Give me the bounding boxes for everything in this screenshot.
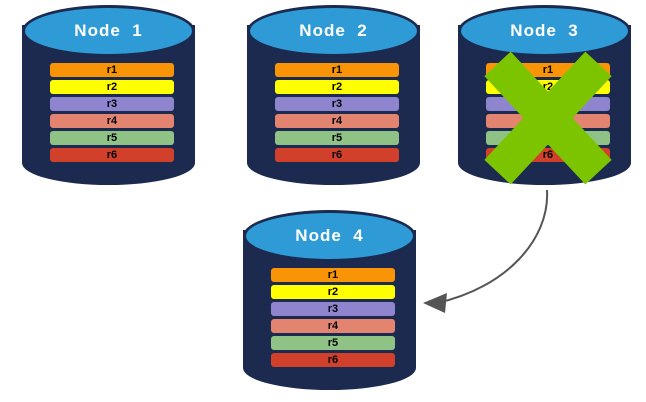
node-4[interactable]: Node 4 r1 r2 r3 r4 r5 r6 bbox=[243, 210, 416, 390]
record-row: r2 bbox=[49, 80, 175, 94]
record-row: r4 bbox=[274, 114, 400, 128]
record-row: r5 bbox=[485, 131, 611, 145]
record-row: r2 bbox=[274, 80, 400, 94]
record-row: r2 bbox=[270, 285, 396, 299]
cylinder-top bbox=[247, 5, 420, 57]
record-row: r6 bbox=[485, 148, 611, 162]
node-4-records: r1 r2 r3 r4 r5 r6 bbox=[270, 268, 396, 367]
record-row: r3 bbox=[270, 302, 396, 316]
record-row: r5 bbox=[274, 131, 400, 145]
record-row: r5 bbox=[49, 131, 175, 145]
node-3-records: r1 r2 r3 r4 r5 r6 bbox=[485, 63, 611, 162]
record-row: r6 bbox=[274, 148, 400, 162]
cylinder-top bbox=[243, 210, 416, 262]
record-row: r3 bbox=[485, 97, 611, 111]
node-3-title: Node 3 bbox=[510, 21, 579, 40]
record-row: r3 bbox=[274, 97, 400, 111]
record-row: r5 bbox=[270, 336, 396, 350]
node-1-title: Node 1 bbox=[74, 21, 143, 40]
cylinder-top bbox=[22, 5, 195, 57]
node-1[interactable]: Node 1 r1 r2 r3 r4 r5 r6 bbox=[22, 5, 195, 185]
record-row: r3 bbox=[49, 97, 175, 111]
arrow-curve bbox=[436, 189, 549, 304]
record-row: r6 bbox=[49, 148, 175, 162]
record-row: r1 bbox=[270, 268, 396, 282]
node-3[interactable]: Node 3 r1 r2 r3 r4 r5 r6 bbox=[458, 5, 631, 185]
node-4-title: Node 4 bbox=[295, 226, 364, 245]
record-row: r4 bbox=[270, 319, 396, 333]
record-row: r1 bbox=[49, 63, 175, 77]
record-row: r1 bbox=[485, 63, 611, 77]
record-row: r4 bbox=[485, 114, 611, 128]
node-2-title: Node 2 bbox=[299, 21, 368, 40]
node-1-records: r1 r2 r3 r4 r5 r6 bbox=[49, 63, 175, 162]
record-row: r4 bbox=[49, 114, 175, 128]
arrow-head-icon bbox=[423, 293, 447, 313]
record-row: r6 bbox=[270, 353, 396, 367]
record-row: r2 bbox=[485, 80, 611, 94]
node-2[interactable]: Node 2 r1 r2 r3 r4 r5 r6 bbox=[247, 5, 420, 185]
node-2-records: r1 r2 r3 r4 r5 r6 bbox=[274, 63, 400, 162]
record-row: r1 bbox=[274, 63, 400, 77]
